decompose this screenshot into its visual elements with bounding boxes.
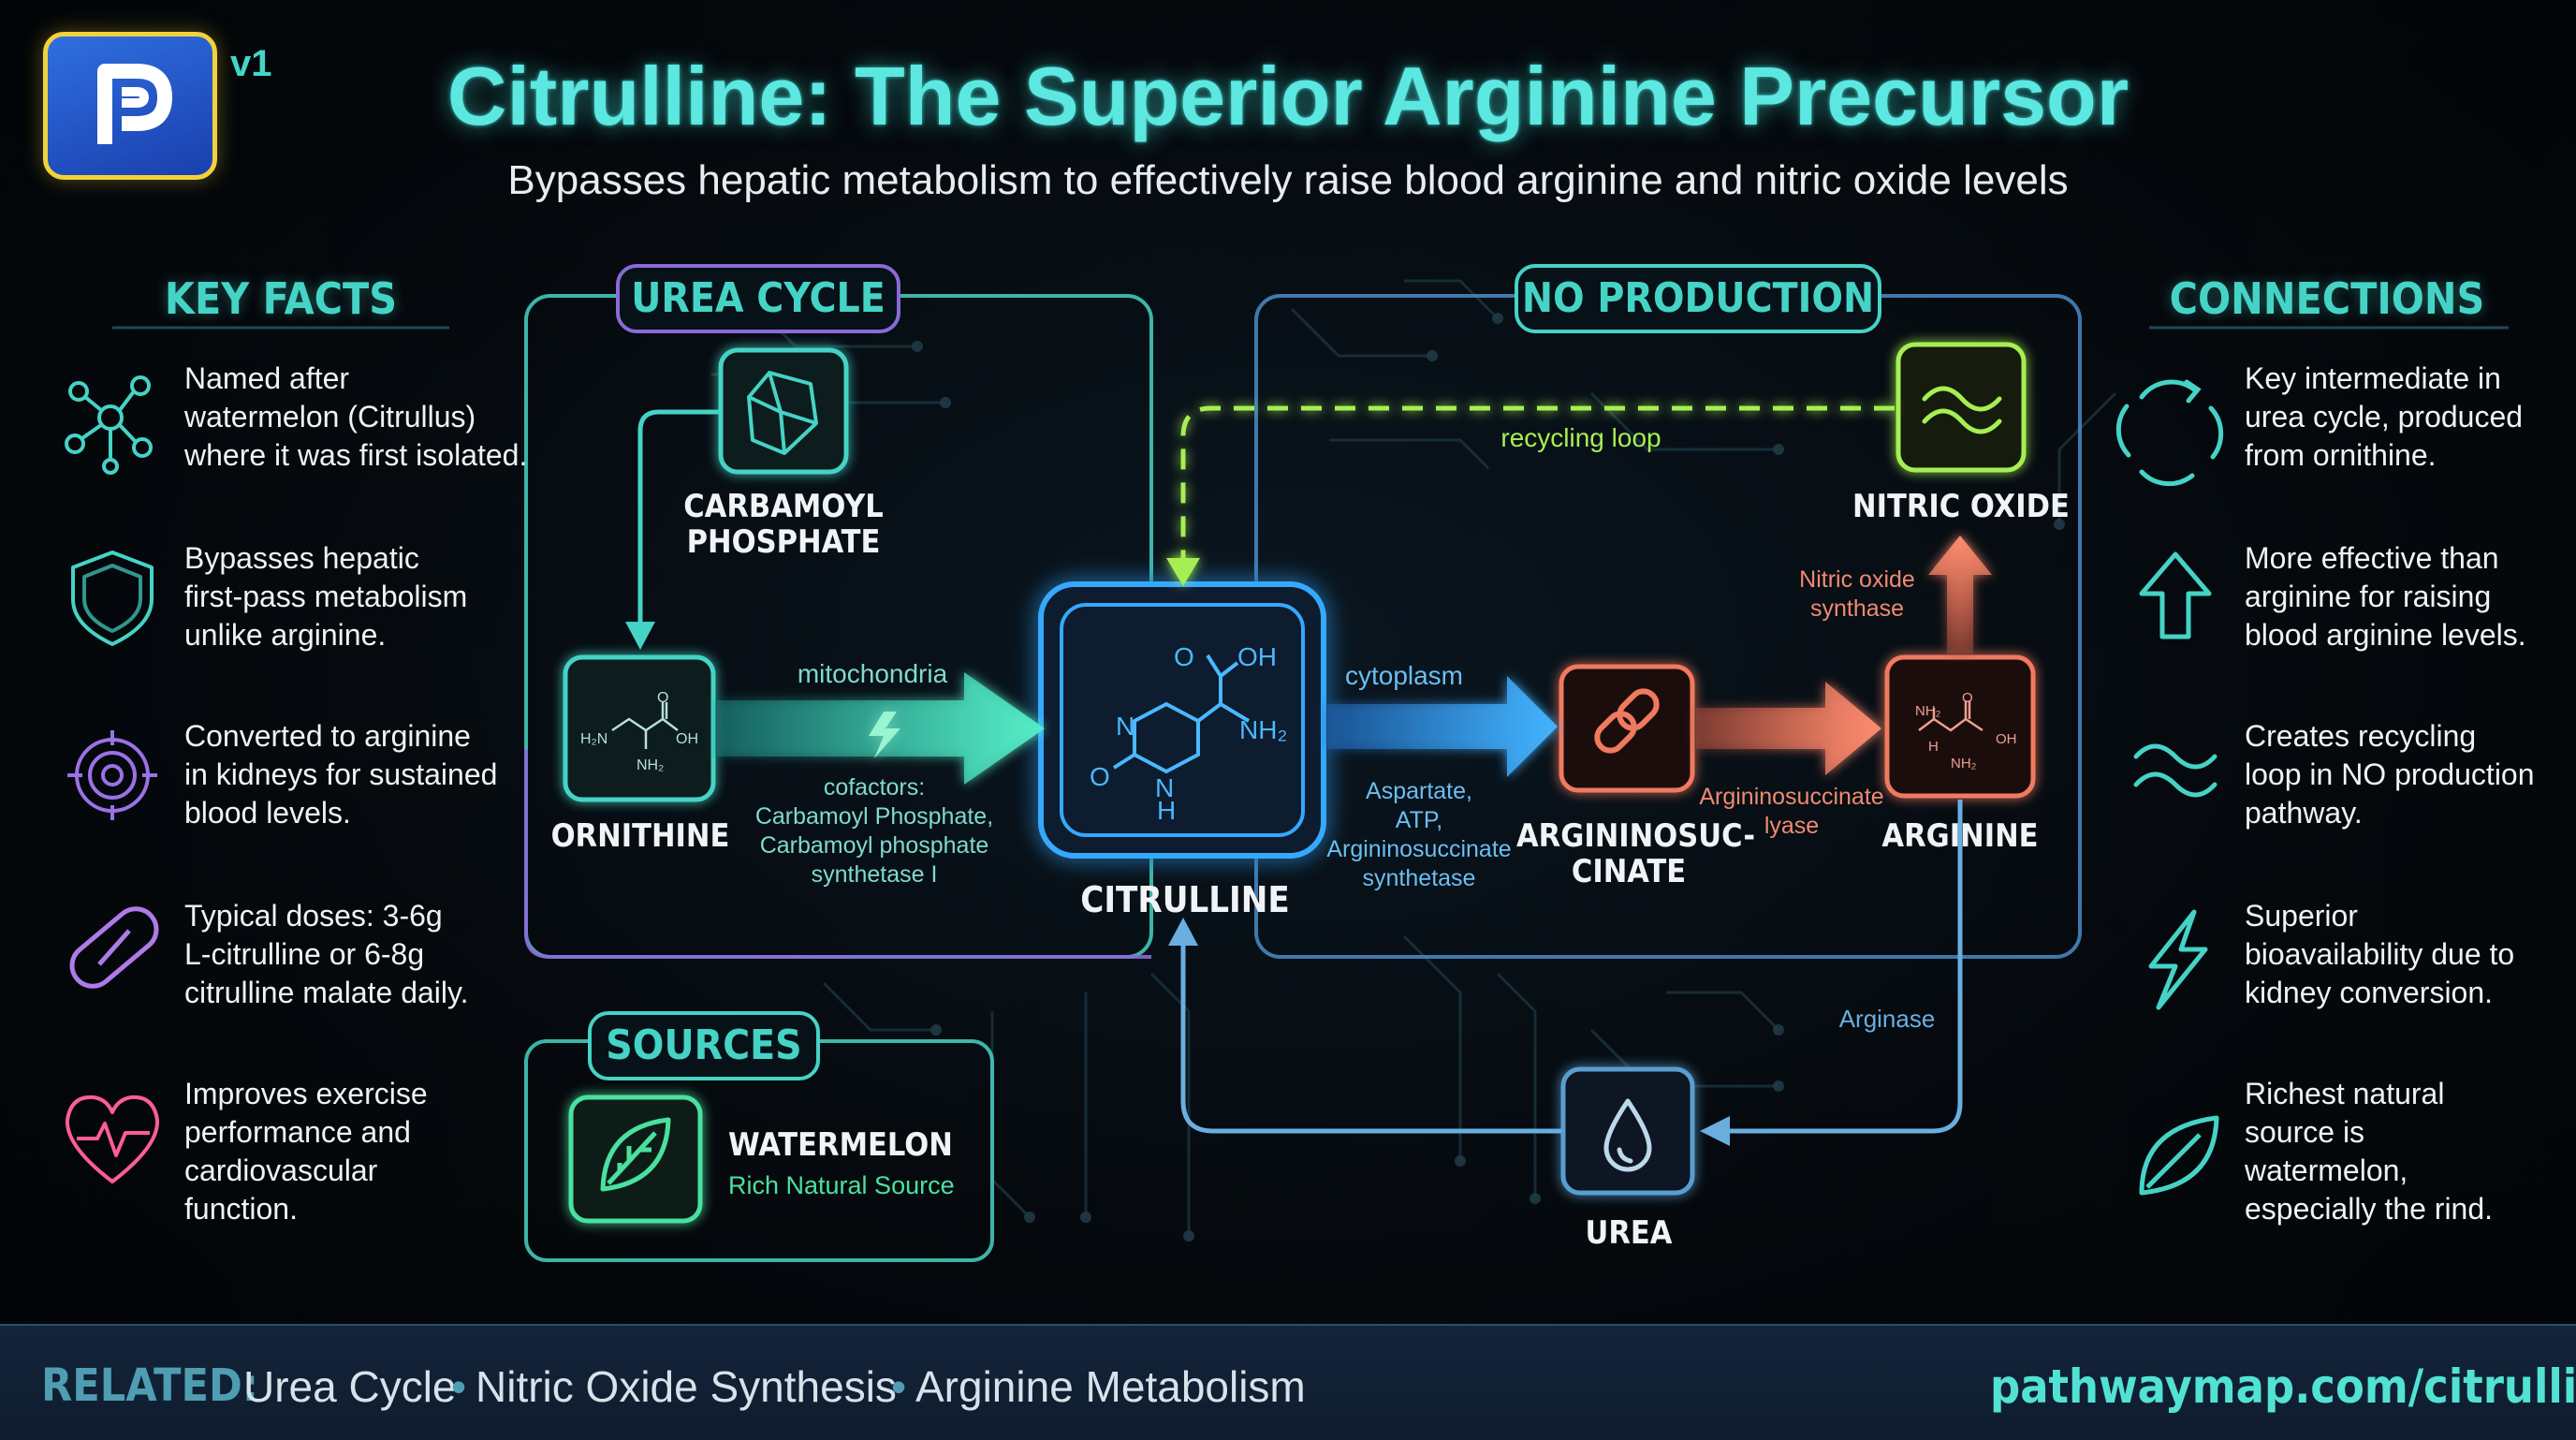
key-facts-heading: KEY FACTS xyxy=(164,273,398,324)
citrulline-oh: OH xyxy=(1237,642,1277,671)
recycling-loop-arrow xyxy=(1166,405,1895,586)
arginine-oh: OH xyxy=(1996,731,2017,747)
citrulline-nh2: NH₂ xyxy=(1239,715,1288,744)
chain-link-icon xyxy=(1594,688,1660,754)
shield-icon xyxy=(71,551,154,646)
lyase-arrow xyxy=(1696,682,1881,775)
wave-icon xyxy=(2133,743,2217,798)
ornithine-label: ORNITHINE xyxy=(550,817,730,855)
ornithine-o: O xyxy=(657,690,669,706)
citrulline-o-left: O xyxy=(1090,762,1110,791)
mitochondria-arrow xyxy=(717,672,1045,785)
ornithine-oh: OH xyxy=(676,731,698,747)
cytoplasm-note: cytoplasm xyxy=(1344,661,1464,690)
site-url-link[interactable]: pathwaymap.com/citrulline xyxy=(1990,1359,2576,1414)
arginine-label: ARGININE xyxy=(1881,817,2039,855)
citrulline-molecule-icon xyxy=(1112,654,1251,774)
urea-label: UREA xyxy=(1585,1214,1673,1252)
target-icon xyxy=(67,730,157,820)
arginine-nh2-top: NH₂ xyxy=(1915,703,1941,719)
droplet-icon xyxy=(1603,1098,1652,1172)
crystal-icon xyxy=(747,371,818,455)
leaf-icon xyxy=(600,1117,671,1192)
related-separator: • xyxy=(891,1362,907,1411)
lightning-icon xyxy=(2148,909,2208,1010)
connections-heading: CONNECTIONS xyxy=(2169,273,2485,324)
arginase-arrow xyxy=(1700,800,1963,1146)
arginine-molecule-icon xyxy=(1918,700,1983,732)
no-wave-icon xyxy=(1922,386,2002,434)
citrulline-box-inner xyxy=(1060,603,1305,837)
citrulline-h: H xyxy=(1157,796,1177,825)
argininosuccinate-label: ARGININOSUC-CINATE xyxy=(1516,817,1756,890)
citrulline-n2: N xyxy=(1155,773,1175,802)
arginine-nh2-bottom: NH₂ xyxy=(1951,756,1977,771)
watermelon-label: WATERMELON xyxy=(728,1126,953,1164)
sources-label: SOURCES xyxy=(588,1011,820,1080)
arginine-box[interactable] xyxy=(1884,654,2036,799)
capsule-icon xyxy=(69,906,159,989)
page-title: Citrulline: The Superior Arginine Precur… xyxy=(446,50,2130,142)
cytoplasm-arrow xyxy=(1327,676,1558,777)
page-subtitle: Bypasses hepatic metabolism to effective… xyxy=(507,157,2069,203)
watermelon-box[interactable] xyxy=(568,1095,703,1224)
leaf-connection-icon xyxy=(2139,1115,2219,1196)
version-label: v1 xyxy=(230,43,272,84)
nos-arrow xyxy=(1928,536,1992,654)
heart-pulse-icon xyxy=(65,1095,160,1183)
molecule-network-icon xyxy=(65,375,153,475)
p-logo-icon xyxy=(97,64,172,144)
cycle-arrows-icon xyxy=(2115,379,2224,487)
citrulline-n1: N xyxy=(1116,712,1135,741)
footer-bar xyxy=(0,1324,2576,1440)
ornithine-nh2: NH₂ xyxy=(637,757,665,773)
app-logo[interactable] xyxy=(43,32,217,180)
watermelon-sublabel: Rich Natural Source xyxy=(728,1171,955,1199)
urea-cycle-label: UREA CYCLE xyxy=(616,264,900,333)
nitric-oxide-box[interactable] xyxy=(1895,342,2027,473)
ornithine-molecule-icon xyxy=(611,702,679,749)
arginase-note: Arginase xyxy=(1838,1005,1936,1033)
recycling-loop-note: recycling loop xyxy=(1500,423,1661,452)
cofactors-note: cofactors:Carbamoyl Phosphate,Carbamoyl … xyxy=(754,774,994,888)
urea-box[interactable] xyxy=(1560,1066,1695,1196)
ornithine-box[interactable] xyxy=(563,654,716,802)
urea-to-citrulline-arrow xyxy=(1168,918,1561,1134)
arrow-up-icon xyxy=(2139,551,2212,639)
arginine-o: O xyxy=(1962,690,1973,706)
nitric-oxide-label: NITRIC OXIDE xyxy=(1852,488,2070,525)
ornithine-h2n: H₂N xyxy=(580,731,608,747)
related-link-arginine-metabolism[interactable]: Arginine Metabolism xyxy=(915,1362,1306,1411)
citrulline-o-top: O xyxy=(1174,642,1194,671)
mitochondria-note: mitochondria xyxy=(797,659,948,688)
arginine-h: H xyxy=(1928,739,1939,755)
no-production-label: NO PRODUCTION xyxy=(1515,264,1881,333)
related-link-urea-cycle[interactable]: Urea Cycle xyxy=(243,1362,457,1411)
carbamoyl-to-ornithine-arrow xyxy=(625,409,721,650)
citrulline-label: CITRULLINE xyxy=(1080,879,1290,920)
related-label: RELATED: xyxy=(41,1359,259,1412)
related-link-nitric-oxide-synthesis[interactable]: Nitric Oxide Synthesis xyxy=(476,1362,897,1411)
related-separator: • xyxy=(451,1362,467,1411)
